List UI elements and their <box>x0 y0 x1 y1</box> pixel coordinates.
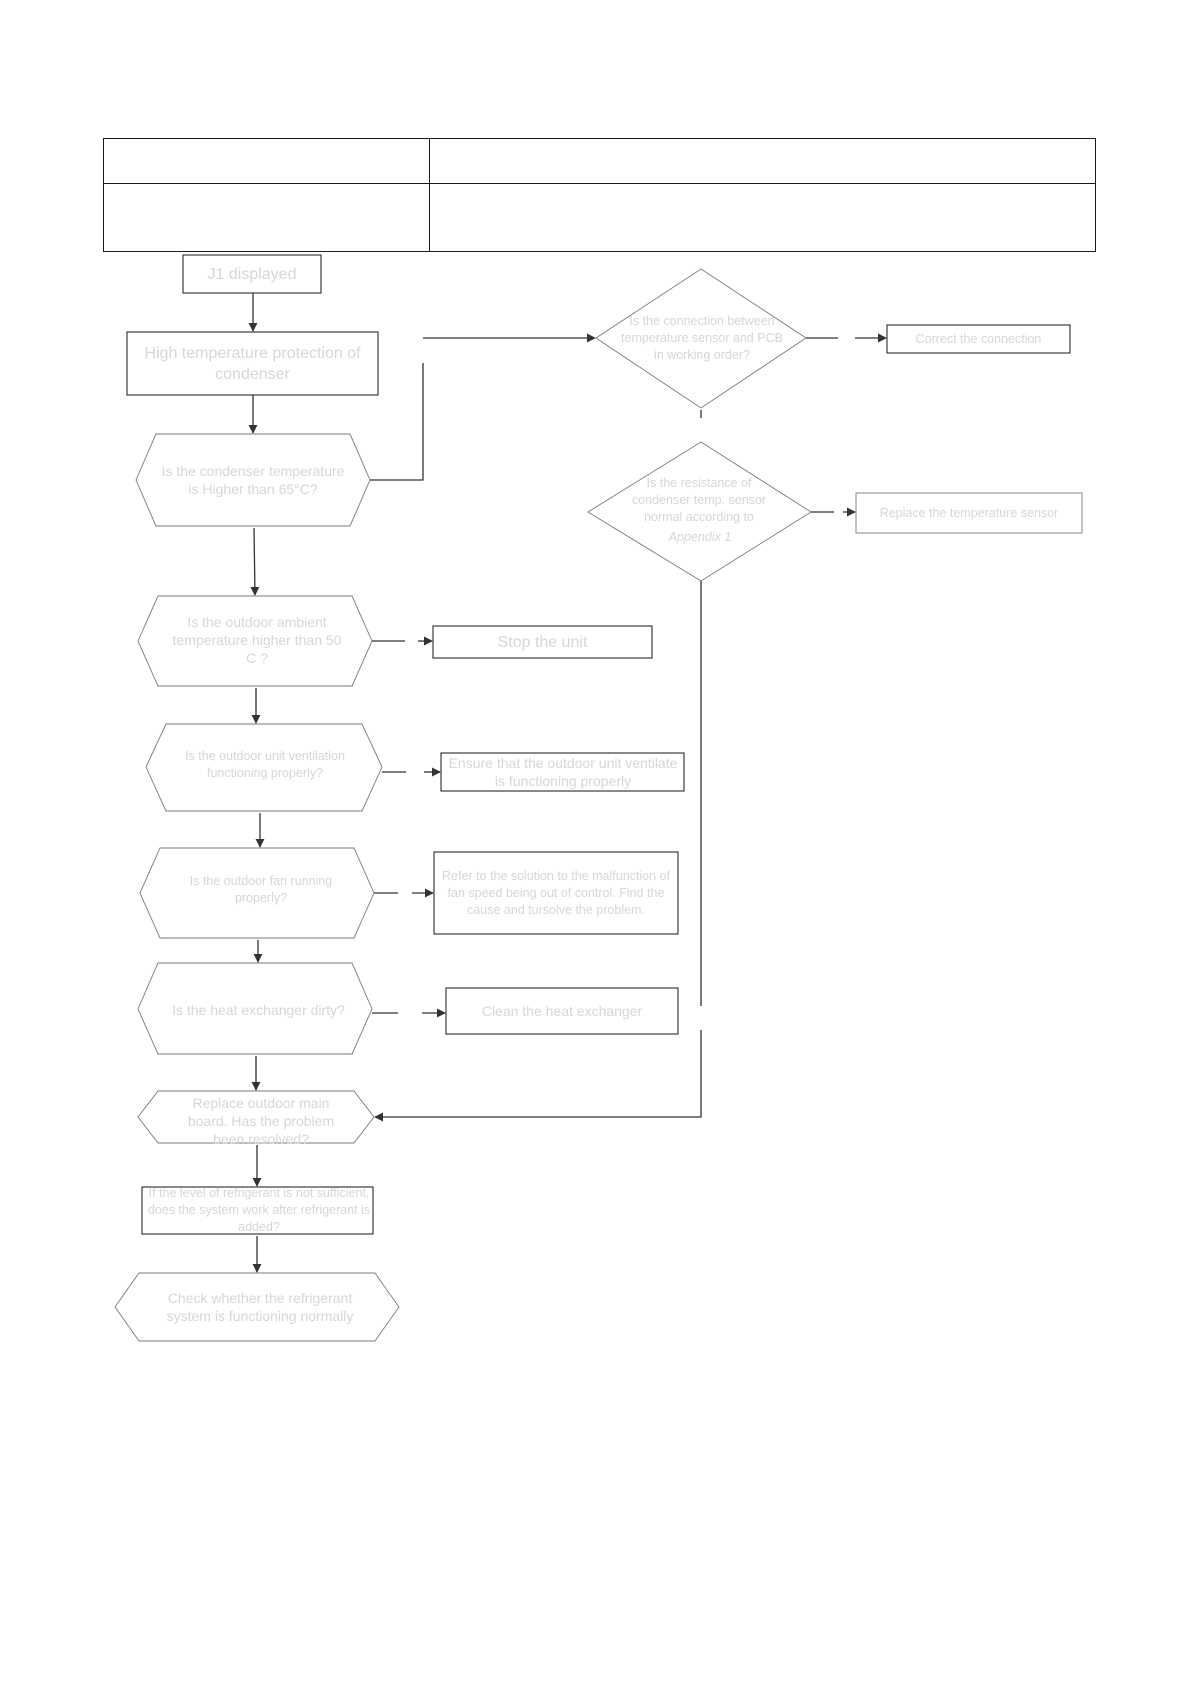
mainboard-decision <box>137 1090 375 1144</box>
clean-exchanger-box <box>445 987 679 1035</box>
arrow-condenser-to-ambient <box>250 527 260 596</box>
ventilate-label: Ensure that the outdoor unit ventilate i… <box>448 755 678 789</box>
fan-solution-label: Refer to the solution to the malfunction… <box>442 868 670 917</box>
refrigerant-label: If the level of refrigerant is not suffi… <box>147 1185 371 1234</box>
fan-label: Is the outdoor fan running properly? <box>189 874 333 905</box>
ambient-temp-label: Is the outdoor ambient temperature highe… <box>172 614 342 666</box>
correct-connection-label: Correct the connection <box>915 331 1042 346</box>
start-label: J1 displayed <box>207 265 297 283</box>
high-temp-node <box>126 331 379 396</box>
stop-unit-label: Stop the unit <box>497 633 588 651</box>
fan-solution-box <box>433 851 679 935</box>
clean-exchanger-label: Clean the heat exchanger <box>481 1003 643 1019</box>
header-table <box>103 138 1096 252</box>
table-row-divider <box>104 183 1095 184</box>
check-system-node <box>114 1272 400 1342</box>
start-node <box>182 254 322 294</box>
dirty-exchanger-decision <box>137 962 373 1055</box>
table-column-divider <box>429 139 430 251</box>
connection-label: Is the connection between temperature se… <box>621 313 783 362</box>
appendix-ref-label: Appendix 1 <box>668 529 732 544</box>
mainboard-label: Replace outdoor main board. Has the prob… <box>187 1095 335 1147</box>
ventilation-decision <box>145 723 383 812</box>
replace-sensor-box <box>855 492 1083 534</box>
ventilate-box <box>440 752 685 792</box>
arrow-resistance-to-mainboard <box>374 1030 702 1122</box>
resistance-label: Is the resistance of condenser temp. sen… <box>631 475 767 524</box>
correct-connection-box <box>886 324 1071 354</box>
high-temp-label: High temperature protection of condenser <box>144 344 361 383</box>
replace-sensor-label: Replace the temperature sensor <box>879 505 1059 520</box>
refrigerant-node <box>141 1186 374 1235</box>
arrow-condenser-to-connection <box>370 363 424 481</box>
ambient-temp-decision <box>137 595 373 687</box>
condenser-temp-decision <box>135 433 371 527</box>
stop-unit-box <box>432 625 653 659</box>
dirty-exchanger-label: Is the heat exchanger dirty? <box>172 1002 345 1018</box>
fan-decision <box>139 847 375 939</box>
ventilation-label: Is the outdoor unit ventilation function… <box>185 749 345 780</box>
connection-decision <box>595 268 807 409</box>
check-system-label: Check whether the refrigerant system is … <box>166 1290 354 1324</box>
condenser-temp-label: Is the condenser temperature is Higher t… <box>161 463 345 497</box>
